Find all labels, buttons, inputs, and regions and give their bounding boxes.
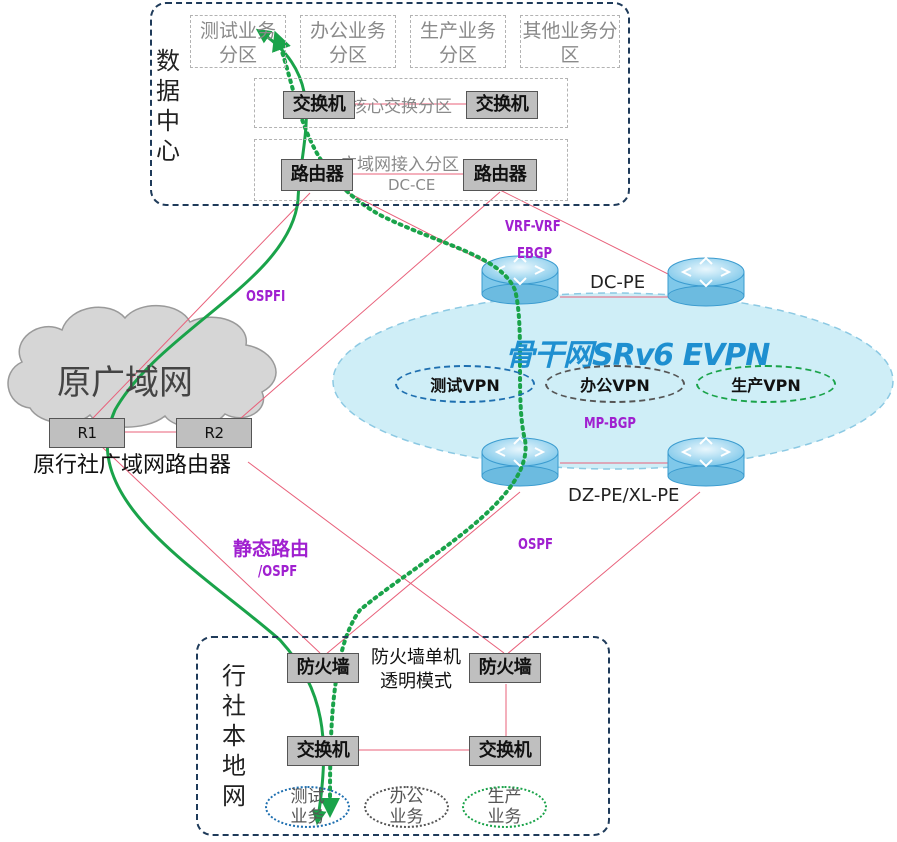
branch-firewall-left: 防火墙 (287, 653, 359, 683)
legacy-wan-cloud (7, 305, 277, 428)
legacy-router-r1: R1 (49, 418, 125, 448)
ospfi-label: OSPFI (246, 287, 286, 305)
data-center-title: 数据中心 (156, 47, 180, 165)
zone-production-business-label: 生产业务分区 (419, 20, 496, 66)
zone-test-business-label: 测试业务分区 (199, 20, 276, 66)
ebgp-label: EBGP (517, 244, 553, 262)
wan-access-zone-label: 广域网接入分区 (340, 155, 459, 175)
router-icon-dz-pe-right (667, 436, 745, 487)
zone-office-business-label: 办公业务分区 (309, 20, 386, 66)
branch-switch-left: 交换机 (287, 736, 359, 766)
dc-ce-label: DC-CE (388, 176, 436, 194)
branch-zone (196, 636, 610, 836)
zone-production-business: 生产业务分区 (410, 15, 506, 68)
zone-office-business: 办公业务分区 (300, 15, 396, 68)
data-center-zone (150, 2, 630, 206)
firewall-mode-label: 防火墙单机透明模式 (371, 647, 461, 692)
router-icon-dc-pe-left (481, 254, 559, 305)
router-icon-dz-pe-left (481, 436, 559, 487)
office-vpn: 办公VPN (545, 365, 685, 403)
dc-router-right: 路由器 (463, 159, 537, 191)
vrf-label: VRF-VRF (505, 217, 561, 235)
mp-bgp-label: MP-BGP (584, 414, 636, 432)
core-switch-zone-label: 核心交换分区 (350, 97, 452, 117)
legacy-wan-cloud-label: 原广域网 (57, 363, 193, 403)
branch-switch-right: 交换机 (469, 736, 541, 766)
legacy-routers-label: 原行社广域网路由器 (33, 453, 232, 478)
zone-test-business: 测试业务分区 (190, 15, 286, 68)
zone-other-business-label: 其他业务分区 (522, 20, 618, 66)
wan-access-zone (254, 139, 568, 201)
zone-other-business: 其他业务分区 (520, 15, 620, 68)
production-business-service: 生产业务 (462, 786, 547, 828)
test-business-service: 测试业务 (265, 786, 350, 828)
ospf-label: OSPF (518, 535, 553, 553)
branch-firewall-right: 防火墙 (469, 653, 541, 683)
dc-pe-label: DC-PE (590, 272, 646, 293)
legacy-router-r2: R2 (176, 418, 252, 448)
production-vpn: 生产VPN (696, 365, 836, 403)
branch-title: 行社本地网 (222, 662, 246, 810)
core-switch-zone (254, 78, 568, 128)
static-ospf-label: /OSPF (258, 562, 298, 580)
dc-core-switch-right: 交换机 (466, 91, 538, 119)
dc-core-switch-left: 交换机 (283, 91, 355, 119)
office-business-service: 办公业务 (364, 786, 449, 828)
static-route-label: 静态路由 (233, 538, 310, 560)
test-vpn: 测试VPN (395, 365, 535, 403)
dc-router-left: 路由器 (281, 159, 353, 191)
dz-pe-label: DZ-PE/XL-PE (568, 485, 680, 506)
router-icon-dc-pe-right (667, 256, 745, 307)
